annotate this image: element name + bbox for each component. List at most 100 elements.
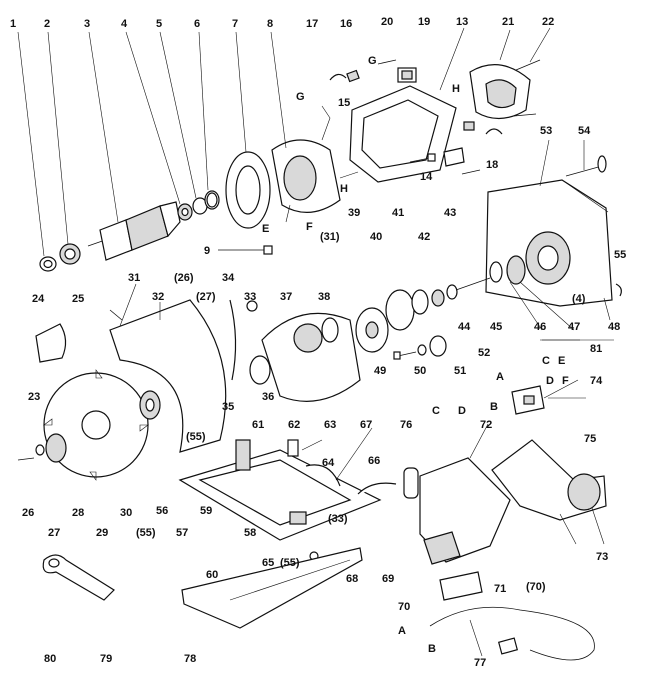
- label-52: 52: [478, 347, 490, 359]
- bearing-part-41: [411, 289, 429, 315]
- screw-part-9: [218, 245, 273, 255]
- label-55: 55: [614, 249, 626, 261]
- label-44: 44: [458, 321, 471, 333]
- nut-part-33: [246, 300, 258, 312]
- label-25: 25: [72, 293, 84, 305]
- part-labels: 1 2 3 4 5 6 7 8 9 13 14 15 16 17 18 19 2…: [10, 16, 626, 669]
- label-63: 63: [324, 419, 336, 431]
- label-p27: (27): [196, 291, 216, 303]
- washer-part-27: [35, 444, 45, 456]
- blade-part-29: [43, 369, 149, 481]
- label-1: 1: [10, 18, 16, 30]
- label-46: 46: [534, 321, 546, 333]
- label-56: 56: [156, 505, 168, 517]
- bearing-part-2: [59, 243, 81, 265]
- power-cord-part-77: [429, 606, 595, 661]
- brush-part-16: [346, 69, 360, 83]
- label-p33: (33): [328, 513, 348, 525]
- label-57: 57: [176, 527, 188, 539]
- handle-part-73: [491, 439, 607, 521]
- label-p55b: (55): [136, 527, 156, 539]
- bracket-part-61: [235, 439, 251, 471]
- baffle-part-7: [225, 151, 271, 229]
- label-C2: C: [542, 355, 550, 367]
- label-41: 41: [392, 207, 404, 219]
- label-p31: (31): [320, 231, 340, 243]
- knob-part-60: [289, 511, 307, 525]
- label-61: 61: [252, 419, 264, 431]
- label-6: 6: [194, 18, 200, 30]
- label-36: 36: [262, 391, 274, 403]
- label-13: 13: [456, 16, 468, 28]
- base-plate-part-57: [178, 449, 382, 541]
- rip-fence-part-78: [181, 547, 363, 629]
- label-29: 29: [96, 527, 108, 539]
- label-42: 42: [418, 231, 430, 243]
- label-43: 43: [444, 207, 456, 219]
- label-39: 39: [348, 207, 360, 219]
- label-20: 20: [381, 16, 393, 28]
- plate-part-71: [439, 571, 483, 601]
- pinion-part-46: [489, 261, 503, 283]
- label-71: 71: [494, 583, 506, 595]
- stator-part-8: [271, 105, 359, 223]
- cap-part-25: [35, 323, 67, 363]
- leader-lines: [17, 27, 611, 657]
- screw-part-31: [109, 309, 123, 321]
- clamp-part-62: [287, 439, 299, 457]
- label-45: 45: [490, 321, 502, 333]
- label-p26: (26): [174, 272, 194, 284]
- tube-part-66: [357, 482, 397, 495]
- label-40: 40: [370, 231, 382, 243]
- label-p55c: (55): [280, 557, 300, 569]
- label-75: 75: [584, 433, 596, 445]
- screw-part-49: [393, 351, 417, 360]
- label-38: 38: [318, 291, 330, 303]
- label-58: 58: [244, 527, 256, 539]
- plate-part-18: [443, 147, 481, 175]
- scale-part-64: [305, 464, 341, 487]
- label-p4: (4): [572, 293, 586, 305]
- label-8: 8: [267, 18, 273, 30]
- label-14: 14: [420, 171, 433, 183]
- label-65: 65: [262, 557, 274, 569]
- label-81: 81: [590, 343, 602, 355]
- label-22: 22: [542, 16, 554, 28]
- label-70: 70: [398, 601, 410, 613]
- label-E2: E: [558, 355, 565, 367]
- label-24: 24: [32, 293, 45, 305]
- label-77: 77: [474, 657, 486, 669]
- spring-part-17: [329, 73, 347, 81]
- label-73: 73: [596, 551, 608, 563]
- label-33: 33: [244, 291, 256, 303]
- label-B2: B: [428, 643, 436, 655]
- label-64: 64: [322, 457, 335, 469]
- label-68: 68: [346, 573, 358, 585]
- label-51: 51: [454, 365, 466, 377]
- label-D1: D: [458, 405, 466, 417]
- shaft-part-54: [565, 155, 607, 177]
- label-60: 60: [206, 569, 218, 581]
- armature-part-3: [87, 201, 181, 261]
- label-16: 16: [340, 18, 352, 30]
- label-49: 49: [374, 365, 386, 377]
- gasket-part-40: [385, 289, 415, 331]
- label-78: 78: [184, 653, 196, 665]
- label-B1: B: [490, 401, 498, 413]
- shaft-part-45: [455, 277, 491, 291]
- label-21: 21: [502, 16, 514, 28]
- label-2: 2: [44, 18, 50, 30]
- label-31: 31: [128, 272, 140, 284]
- label-18: 18: [486, 159, 498, 171]
- label-32: 32: [152, 291, 164, 303]
- label-27: 27: [48, 527, 60, 539]
- ring-part-38: [321, 317, 339, 343]
- ring-part-42: [431, 289, 445, 307]
- label-4: 4: [121, 18, 128, 30]
- label-69: 69: [382, 573, 394, 585]
- screw-part-26: [17, 457, 35, 461]
- ring-part-36: [249, 355, 271, 385]
- label-G2: G: [368, 55, 377, 67]
